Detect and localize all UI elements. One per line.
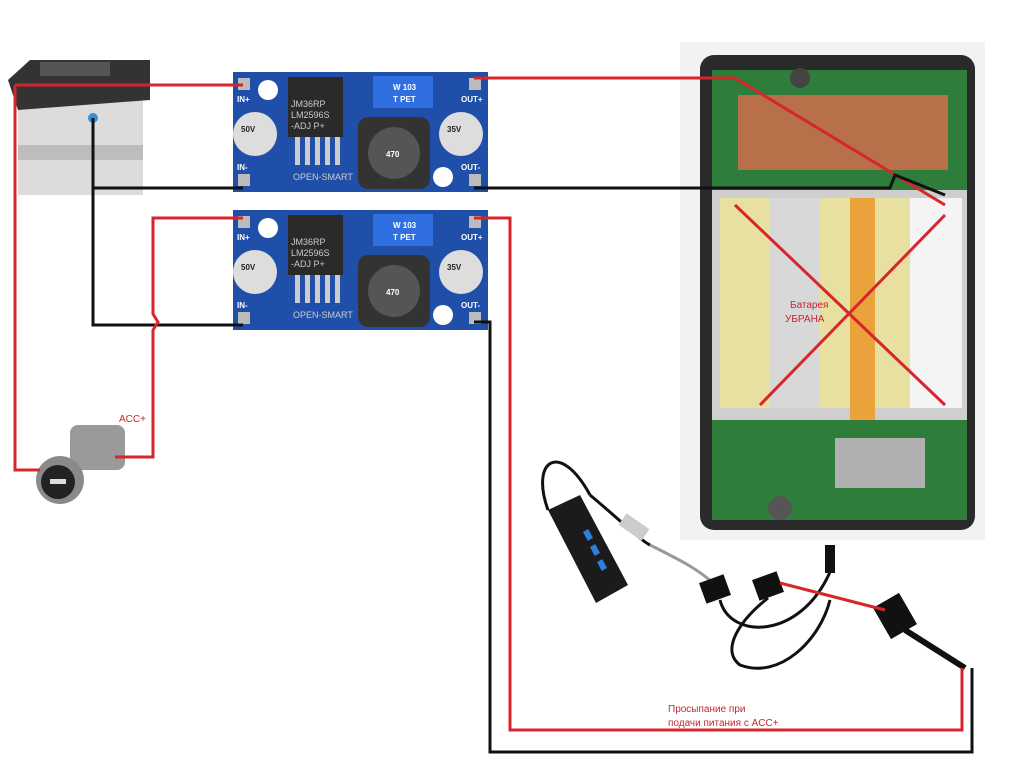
pin-in-minus: IN- <box>237 163 248 172</box>
trimmer-label: T PET <box>393 95 416 104</box>
battery-removed-label: Батарея <box>790 300 828 311</box>
chip-pin <box>335 137 340 165</box>
cross-mark <box>733 203 947 407</box>
wire-ground-module-2 <box>91 188 243 327</box>
chip-pin <box>305 275 310 303</box>
mount-hole <box>433 167 453 187</box>
trimmer <box>373 76 433 108</box>
chip-label: -ADJ P+ <box>291 259 325 269</box>
car-battery-icon <box>8 60 150 195</box>
chip-pin <box>305 137 310 165</box>
output-capacitor <box>439 250 483 294</box>
chip-label: LM2596S <box>291 110 330 120</box>
cap-label: 50V <box>241 125 256 134</box>
cap-label: 35V <box>447 263 462 272</box>
chip-pin <box>315 137 320 165</box>
chip-label: JM36RP <box>291 237 326 247</box>
chip-pin <box>295 137 300 165</box>
pad-out-plus <box>469 78 481 90</box>
cross-mark <box>758 213 947 407</box>
mount-hole <box>258 218 278 238</box>
input-capacitor <box>233 112 277 156</box>
mount-hole <box>258 80 278 100</box>
inductor-core <box>368 265 420 317</box>
chip-pin <box>325 275 330 303</box>
inductor-label: 470 <box>386 288 400 297</box>
output-capacitor <box>439 112 483 156</box>
input-capacitor <box>233 250 277 294</box>
wire-module-1-out-plus <box>474 76 946 207</box>
pin-in-plus: IN+ <box>237 95 250 104</box>
ignition-switch-icon: ACC+ <box>36 414 146 504</box>
inductor-core <box>368 127 420 179</box>
usb-hub-icon <box>541 460 628 603</box>
pin-out-plus: OUT+ <box>461 95 483 104</box>
cap-label: 35V <box>447 125 462 134</box>
chip <box>288 77 343 137</box>
cap-label: 50V <box>241 263 256 272</box>
wire-otg-power <box>779 581 886 612</box>
watermark: OPEN-SMART <box>293 310 353 320</box>
pin-out-minus: OUT- <box>461 163 480 172</box>
chip <box>288 215 343 275</box>
pad-in-minus <box>238 174 250 186</box>
trimmer-label: T PET <box>393 233 416 242</box>
chip-label: -ADJ P+ <box>291 121 325 131</box>
pin-in-plus: IN+ <box>237 233 250 242</box>
mount-hole <box>433 305 453 325</box>
chip-label: JM36RP <box>291 99 326 109</box>
wire-module-2-out-minus <box>474 320 974 754</box>
pad-in-minus <box>238 312 250 324</box>
trimmer <box>373 214 433 246</box>
chip-pin <box>295 275 300 303</box>
chip-pin <box>335 275 340 303</box>
pad-out-minus <box>469 174 481 186</box>
wake-note-line-1: Просыпание при <box>668 704 746 715</box>
trimmer-label: W 103 <box>393 221 417 230</box>
battery-removed-label-2: УБРАНА <box>785 314 825 325</box>
pin-out-minus: OUT- <box>461 301 480 310</box>
inductor-label: 470 <box>386 150 400 159</box>
wire-module-1-out-minus <box>474 173 946 197</box>
wire-battery-plus-to-ignition <box>13 85 40 472</box>
trimmer-label: W 103 <box>393 83 417 92</box>
chip-label: LM2596S <box>291 248 330 258</box>
pad-in-plus <box>238 78 250 90</box>
pin-out-plus: OUT+ <box>461 233 483 242</box>
chip-pin <box>325 137 330 165</box>
wake-note-line-2: подачи питания с ACC+ <box>668 718 779 729</box>
chip-pin <box>315 275 320 303</box>
wires <box>13 76 974 754</box>
pin-in-minus: IN- <box>237 301 248 310</box>
watermark: OPEN-SMART <box>293 172 353 182</box>
wire-module-2-out-plus <box>474 216 964 732</box>
tablet: Батарея УБРАНА <box>680 42 985 540</box>
wire-acc <box>115 216 243 459</box>
acc-label: ACC+ <box>119 414 146 425</box>
